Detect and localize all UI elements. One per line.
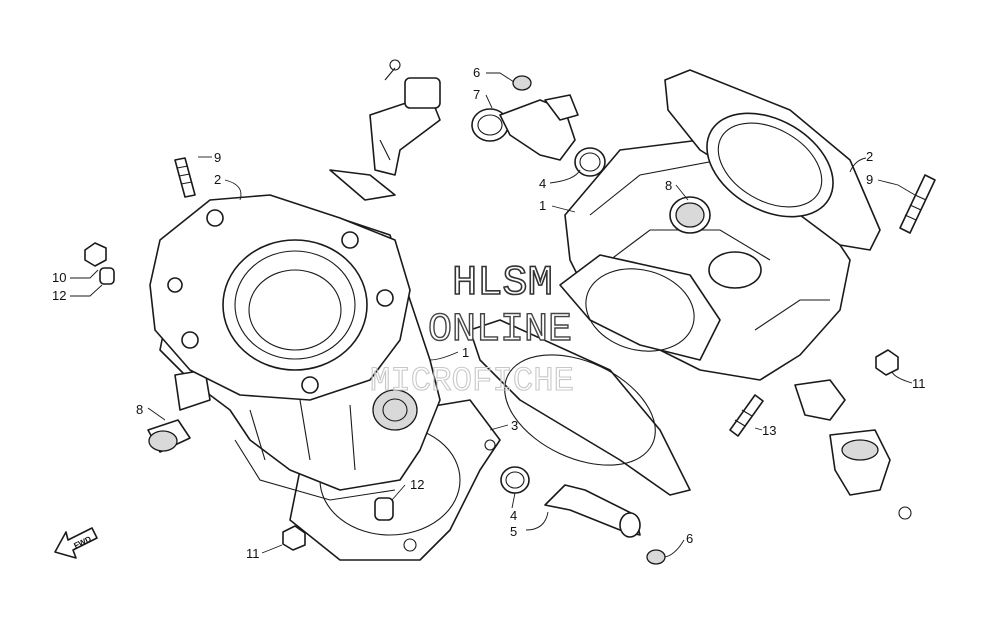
right-stud [899, 174, 936, 234]
callout-11-right: 11 [912, 376, 926, 391]
left-nut-dowel [84, 242, 115, 285]
callout-3: 3 [511, 418, 518, 433]
left-coolant-elbow [500, 466, 666, 565]
callout-13: 13 [762, 423, 776, 438]
watermark: HLSM ONLINE MICROFICHE [369, 258, 574, 401]
right-base-gasket [469, 319, 691, 496]
callout-7: 7 [473, 87, 480, 102]
callout-labels: 9 2 10 12 1 8 3 12 11 4 5 6 6 7 4 1 8 2 … [52, 65, 926, 561]
callout-9-left: 9 [214, 150, 221, 165]
callout-11-left: 11 [246, 546, 260, 561]
left-stud [174, 157, 196, 198]
callout-9-right: 9 [866, 172, 873, 187]
left-lower-fasteners [282, 497, 394, 551]
right-stud-13 [729, 394, 764, 437]
callout-1-left: 1 [462, 345, 469, 360]
left-plug [147, 419, 191, 453]
watermark-line-2: ONLINE [428, 308, 572, 353]
callout-2-right: 2 [866, 149, 873, 164]
right-tensioner [794, 379, 912, 520]
callout-6-upper: 6 [473, 65, 480, 80]
callout-4-left: 4 [510, 508, 517, 523]
callout-8-left: 8 [136, 402, 143, 417]
chain-tensioner [329, 59, 441, 201]
callout-8-right: 8 [665, 178, 672, 193]
right-coolant-elbow [471, 75, 606, 177]
watermark-line-3: MICROFICHE [370, 363, 574, 401]
callout-10: 10 [52, 270, 66, 285]
callout-6-lower: 6 [686, 531, 693, 546]
forward-arrow-icon: FWD [54, 527, 98, 559]
right-head-gasket [664, 69, 881, 251]
callout-5: 5 [510, 524, 517, 539]
left-head-gasket [149, 194, 411, 401]
leader-lines [70, 72, 916, 558]
callout-1-right: 1 [539, 198, 546, 213]
callout-12-left: 12 [52, 288, 66, 303]
right-nut [875, 349, 899, 376]
watermark-line-1: HLSM [452, 259, 553, 307]
callout-4-right: 4 [539, 176, 546, 191]
callout-12-lower: 12 [410, 477, 424, 492]
callout-2-left: 2 [214, 172, 221, 187]
